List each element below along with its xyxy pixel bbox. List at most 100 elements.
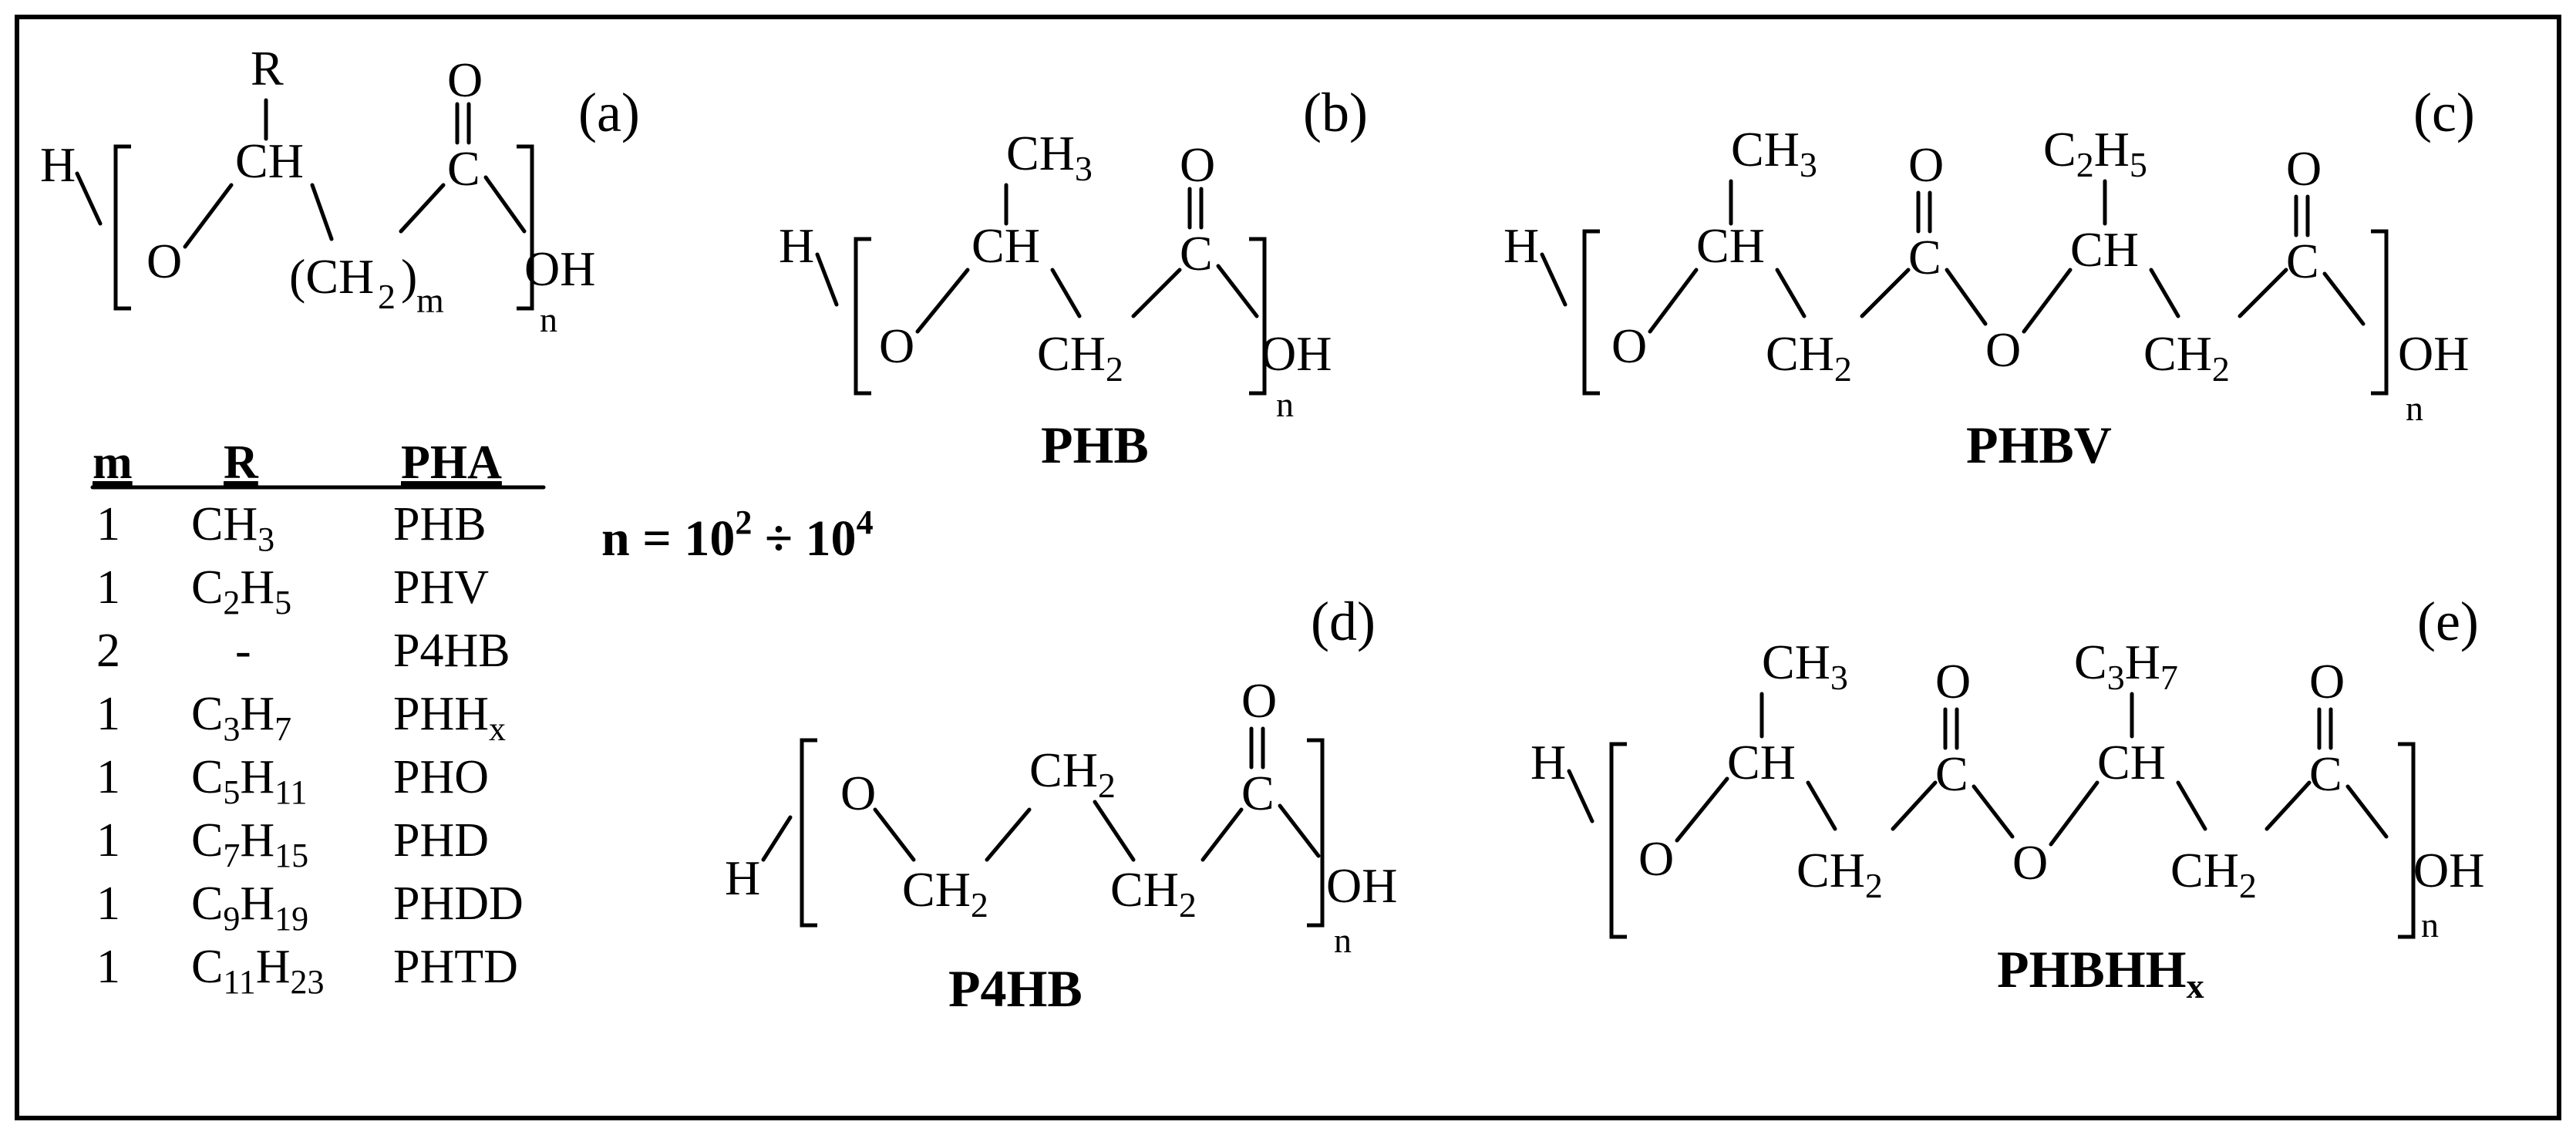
bracket-open (1609, 742, 1627, 939)
bond (873, 807, 916, 862)
bond (483, 175, 527, 234)
bond (815, 252, 839, 307)
atom-oh: OH (1261, 326, 1332, 381)
degree-of-polymerization: n = 102 ÷ 104 (601, 504, 874, 567)
bracket-close (517, 144, 534, 311)
atom-ch2: CH2 (1037, 326, 1123, 389)
subscript: 2 (378, 277, 396, 316)
atom-ch: CH (1696, 218, 1765, 273)
bond (1775, 268, 1807, 318)
atom-o: O (1638, 831, 1674, 886)
cell-pha: P4HB (393, 625, 510, 677)
bond (1675, 776, 1729, 843)
atom-ch2-close: ) (401, 249, 417, 304)
cell-r: C5H11 (191, 751, 308, 811)
bond (75, 171, 103, 226)
atom-ch2-open: (CH (289, 249, 374, 304)
atom-ch2: CH2 (1796, 843, 1883, 905)
atom-ch2: CH2 (1766, 326, 1852, 389)
atom-ch3: CH3 (1762, 635, 1848, 697)
atom-r: R (251, 41, 284, 96)
atom-oh: OH (524, 241, 595, 296)
atom-c2h5: C2H5 (2043, 122, 2147, 184)
panel-d-label: (d) (1311, 591, 1376, 652)
bracket-open (800, 738, 817, 928)
bond (1567, 769, 1594, 823)
bond (2238, 268, 2288, 318)
atom-oh: OH (2413, 843, 2484, 898)
atom-c: C (1241, 766, 1275, 820)
atom-o-ester: O (2012, 835, 2048, 890)
atom-c: C (2309, 746, 2342, 801)
cell-pha: PHD (393, 814, 489, 867)
cell-r: CH3 (191, 498, 274, 558)
bond (1050, 268, 1082, 318)
atom-c: C (447, 141, 480, 196)
bond (1860, 268, 1911, 318)
cell-r: C9H19 (191, 877, 308, 938)
atom-o: O (1611, 318, 1647, 373)
bond (2265, 780, 2312, 831)
atom-ch2: CH2 (2143, 326, 2230, 389)
bond (985, 807, 1032, 862)
cell-r: C11H23 (191, 941, 325, 1001)
subscript-n: n (1276, 385, 1294, 424)
atom-oh: OH (2398, 326, 2469, 381)
bond (1945, 268, 1988, 326)
panel-c-label: (c) (2413, 82, 2475, 143)
atom-o: O (879, 318, 914, 373)
bond (2149, 268, 2180, 318)
bond (1200, 807, 1244, 862)
bond (1278, 803, 1321, 858)
table-row: 2 - P4HB (96, 625, 510, 677)
cell-m: 2 (96, 625, 120, 677)
atom-o-double: O (2309, 654, 2345, 709)
bond (915, 268, 970, 334)
bond (1806, 780, 1837, 831)
atom-ch2: CH2 (2170, 843, 2257, 905)
bond (310, 183, 334, 241)
panel-c: (c) H O CH CH3 CH2 C O O CH C2H5 CH2 C O… (1504, 82, 2475, 474)
bond (761, 815, 793, 862)
atom-ch: CH (2097, 735, 2166, 790)
compound-name-p4hb: P4HB (948, 959, 1083, 1018)
panel-a: (a) H O CH R (CH 2 ) m C O OH n m R PHA … (40, 41, 640, 1001)
atom-ch2: CH2 (1029, 743, 1116, 805)
atom-ch3: CH3 (1006, 126, 1093, 188)
bond (1648, 268, 1699, 334)
cell-m: 1 (96, 561, 120, 614)
bracket-close (1307, 738, 1325, 928)
panel-b: (b) H O CH CH3 CH2 C O OH n PHB (779, 82, 1368, 474)
cell-m: 1 (96, 688, 120, 740)
bracket-close (2371, 229, 2389, 396)
panel-e: (e) H O CH CH3 CH2 C O O CH C3H7 CH2 C O… (1530, 591, 2484, 1005)
bracket-open (854, 237, 871, 396)
atom-ch: CH (235, 133, 304, 188)
compound-name-phb: PHB (1041, 416, 1149, 474)
atom-ch: CH (971, 218, 1040, 273)
bond (2176, 780, 2207, 831)
bond (1540, 252, 1567, 307)
bond (2322, 271, 2366, 326)
compound-name-phbhhx: PHBHHx (1997, 940, 2204, 1005)
cell-r: - (235, 625, 251, 677)
bond (1891, 780, 1938, 831)
cell-pha: PHB (393, 498, 487, 551)
atom-ch2: CH2 (1110, 862, 1197, 925)
atom-h: H (725, 850, 760, 905)
subscript-n: n (2421, 905, 2439, 945)
bracket-close (1249, 237, 1267, 396)
bond (399, 183, 446, 234)
bond (1972, 784, 2015, 839)
table-header-m: m (93, 436, 133, 489)
bond (2022, 268, 2073, 334)
atom-o-double: O (1241, 673, 1277, 728)
cell-r: C7H15 (191, 814, 308, 874)
